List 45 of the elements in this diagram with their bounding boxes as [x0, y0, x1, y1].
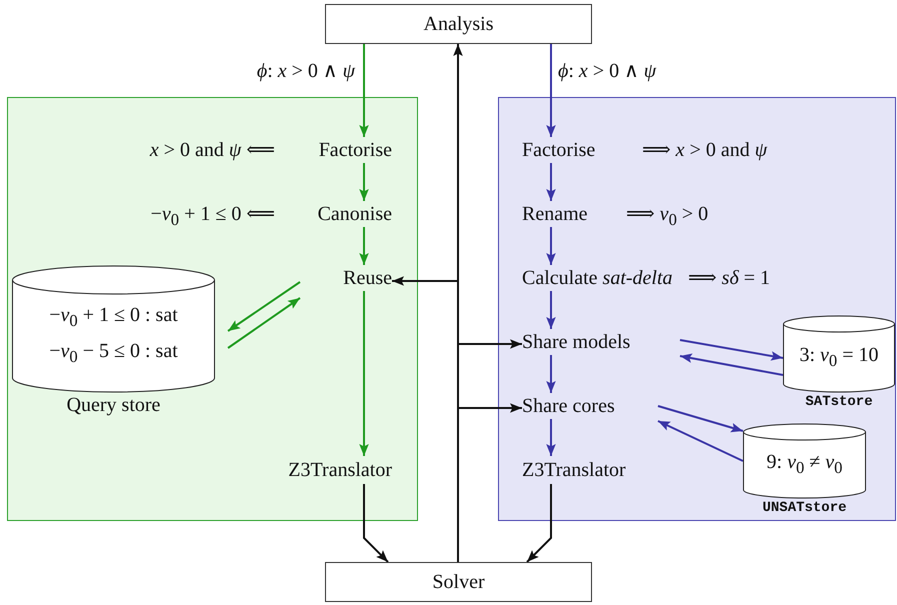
- store-entry: −v$_{0}$ − 5 ≤ 0 : sat: [49, 339, 178, 368]
- component-panel: [498, 97, 896, 521]
- process-step: Rename: [522, 201, 612, 227]
- side-note: x > 0 and ψ ⟸: [148, 138, 275, 163]
- arrow: [546, 227, 556, 265]
- arrow: [227, 297, 301, 349]
- process-step: Z3Translator: [522, 456, 664, 484]
- side-note: −v$_{0}$ + 1 ≤ 0 ⟸: [150, 202, 275, 231]
- store-entry: 3: v$_{0}$ = 10: [799, 343, 879, 372]
- store-name: UNSATstore: [761, 500, 848, 516]
- arrow: [658, 420, 744, 462]
- arrow: [457, 403, 522, 562]
- arrow: [680, 353, 784, 376]
- store-entry: −v$_{0}$ + 1 ≤ 0 : sat: [49, 303, 178, 332]
- arrow: [359, 227, 369, 265]
- process-step: Factorise: [522, 137, 622, 163]
- process-step: Factorise: [292, 137, 392, 163]
- process-step: Share cores: [522, 393, 658, 419]
- arrow: [680, 339, 784, 361]
- process-step: Canonise: [292, 201, 392, 227]
- side-note: ⟹ v$_{0}$ > 0: [626, 202, 710, 231]
- arrow: [546, 44, 556, 137]
- process-step: Z3Translator: [250, 456, 392, 484]
- arrow: [546, 355, 556, 393]
- process-box: Solver: [325, 562, 592, 602]
- store-entry: 9: v$_{0}$ ≠ v$_{0}$: [766, 450, 842, 479]
- arrow: [359, 163, 369, 201]
- process-step: Calculate sat-delta: [522, 265, 682, 291]
- component-panel: [7, 97, 418, 521]
- side-note: ⟹ sδ = 1: [688, 266, 772, 291]
- arrow: [546, 163, 556, 201]
- process-step: Reuse: [300, 265, 392, 291]
- arrow: [227, 281, 301, 332]
- arrow: [526, 484, 552, 563]
- arrow: [359, 44, 369, 137]
- arrow: [363, 484, 389, 563]
- arrow: [546, 291, 556, 329]
- side-note: ⟹ x > 0 and ψ: [642, 138, 768, 163]
- process-step: Share models: [522, 329, 680, 355]
- store-name: SATstore: [804, 394, 874, 410]
- arrow: [658, 405, 744, 432]
- arrow: [359, 291, 369, 456]
- store-name: Query store: [66, 394, 162, 417]
- process-box: Analysis: [325, 4, 592, 44]
- arrow: [546, 419, 556, 456]
